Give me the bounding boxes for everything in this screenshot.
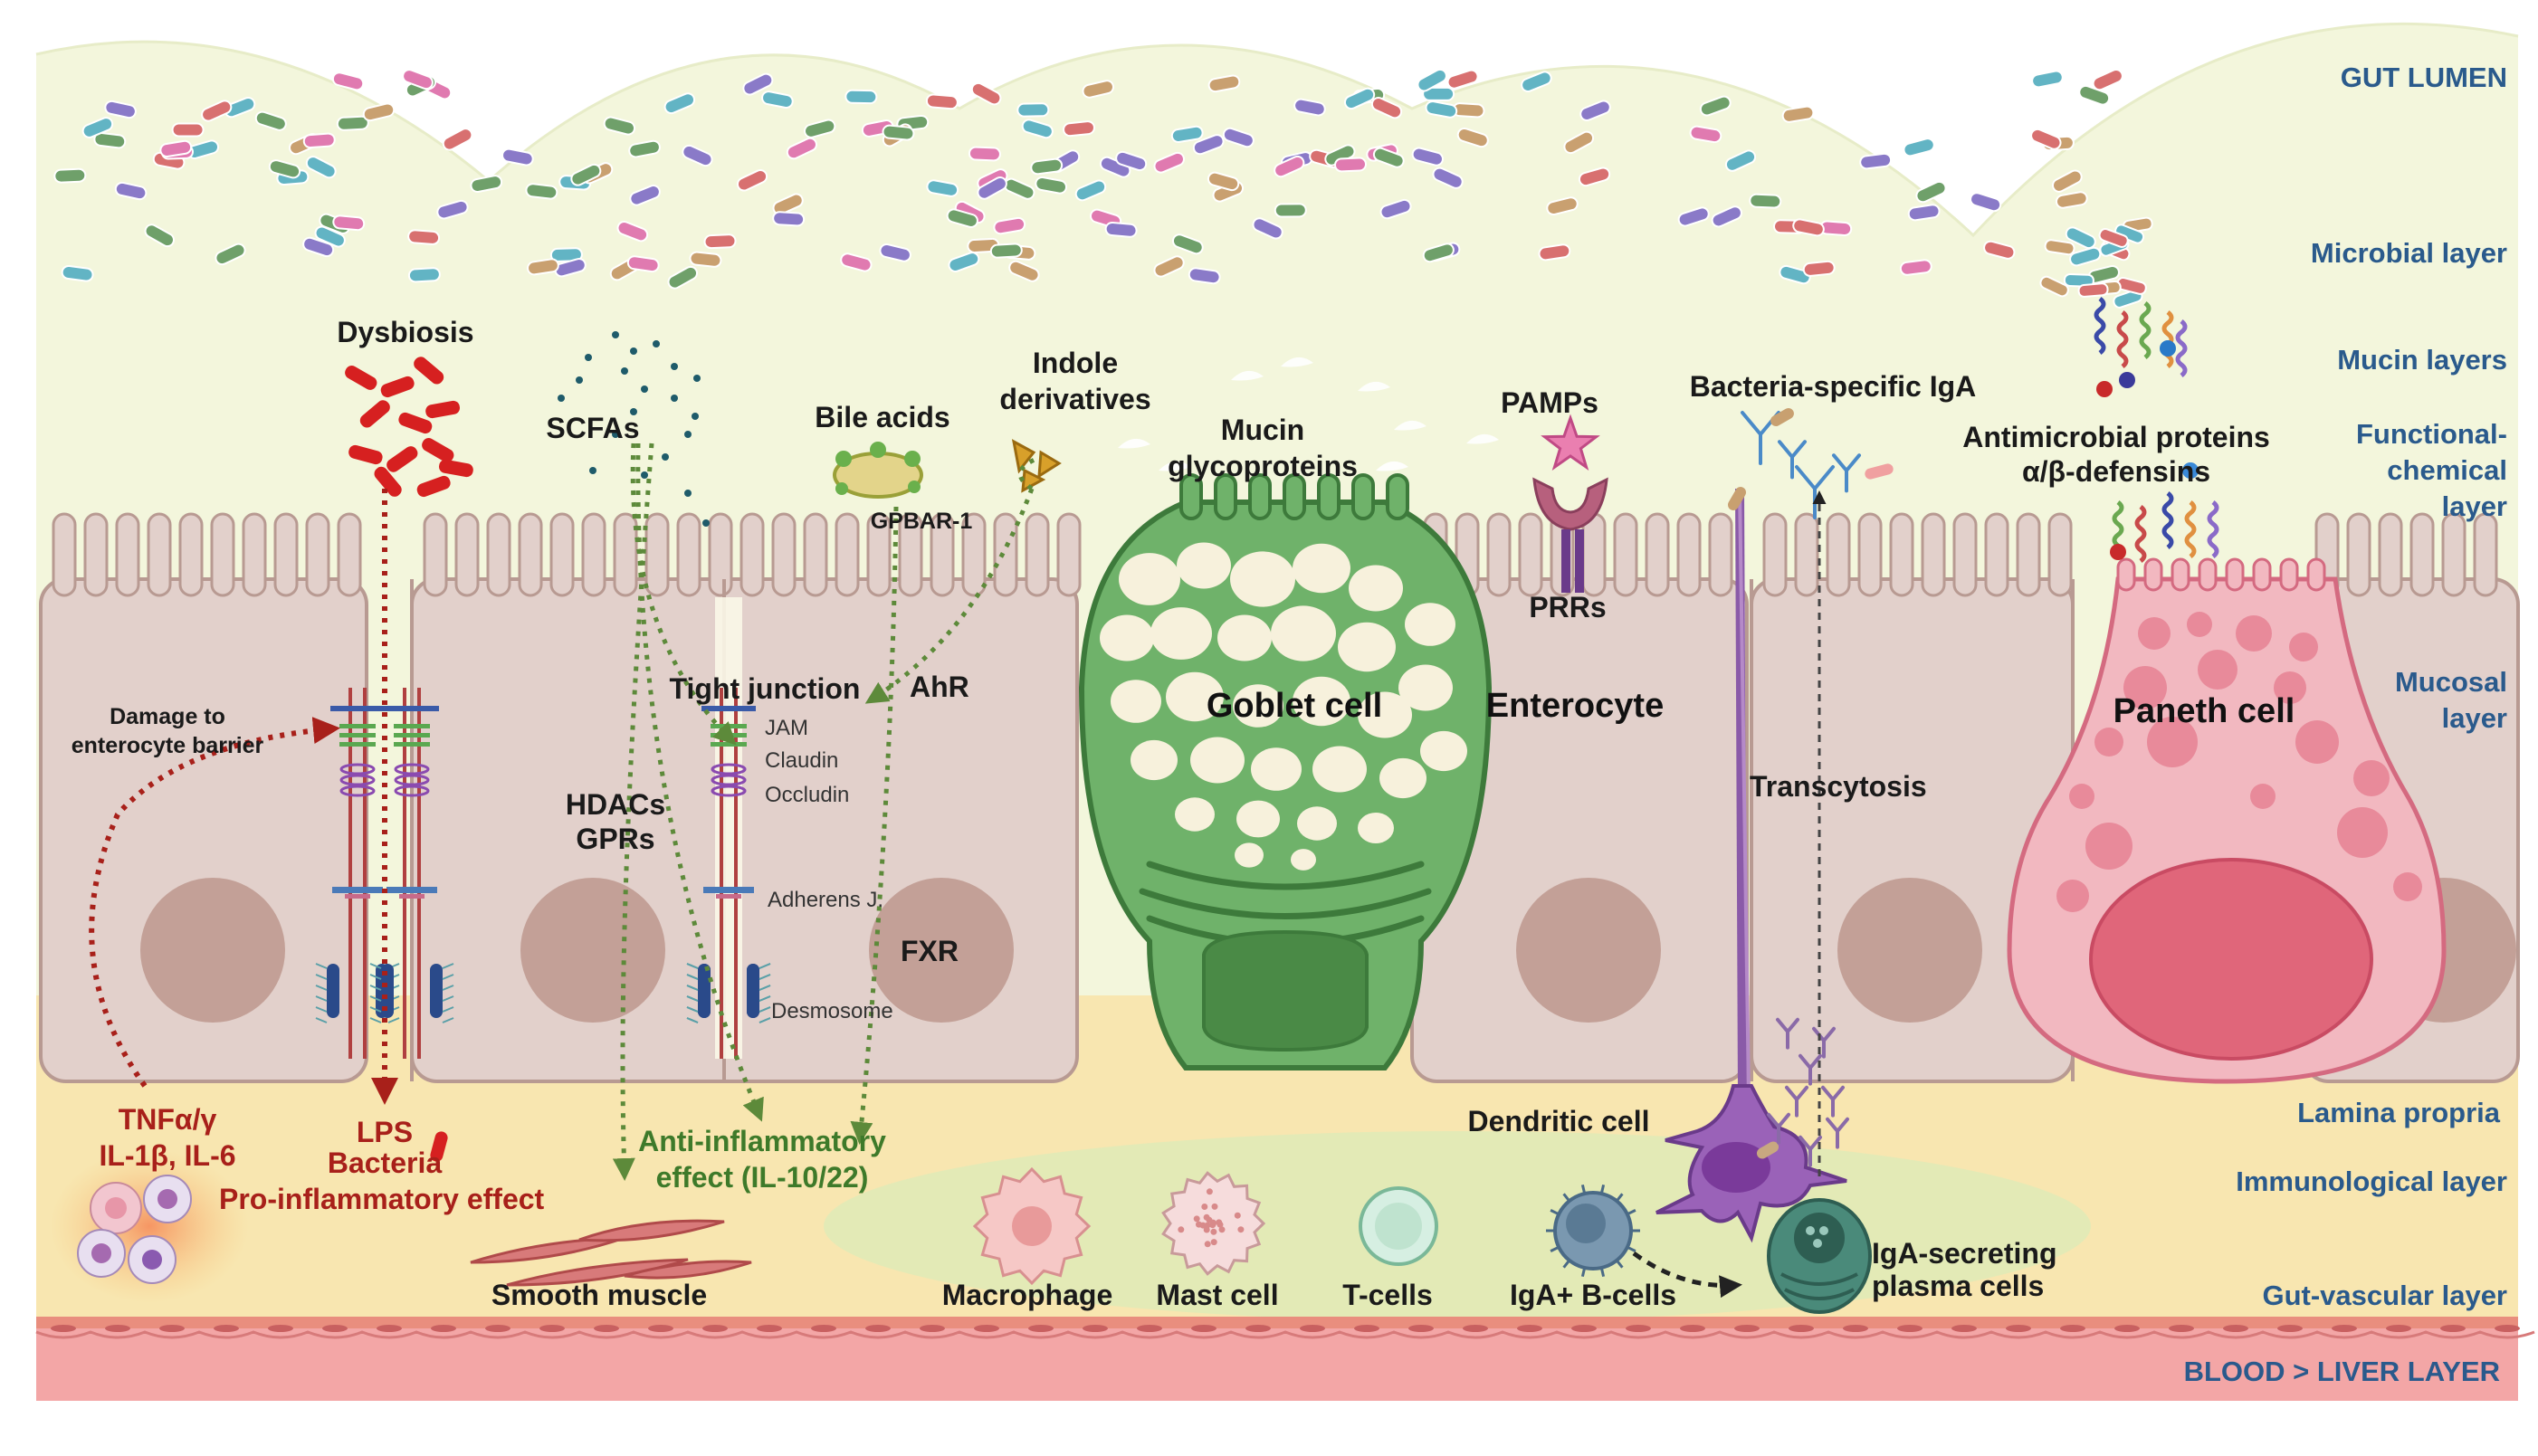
label-claudin: Claudin [765, 748, 838, 773]
paneth-granules [2056, 612, 2422, 912]
label-occludin: Occludin [765, 783, 849, 807]
label-iga-b-cells: IgA+ B-cells [1510, 1279, 1676, 1311]
label-mucin-2: glycoproteins [1168, 450, 1358, 482]
scfa-molecules [558, 331, 710, 527]
prr-receptor-icon [1532, 477, 1608, 593]
blood-region [36, 1328, 2518, 1401]
label-anti-inflam-1: Anti-inflammatory [638, 1125, 886, 1157]
label-indole-1: Indole [1033, 347, 1118, 379]
goblet-cell [1078, 473, 1493, 1071]
label-scfas: SCFAs [546, 412, 639, 444]
macrophage-icon [972, 1166, 1092, 1286]
label-tnf: TNFα/γ [119, 1103, 217, 1136]
pamp-star-icon [1541, 414, 1600, 471]
smooth-muscle-icon [470, 1219, 752, 1287]
label-dendritic-cell: Dendritic cell [1468, 1105, 1650, 1137]
paneth-microvilli [2116, 557, 2326, 592]
label-gut-vascular-layer: Gut-vascular layer [2262, 1280, 2507, 1311]
label-pamps: PAMPs [1501, 386, 1598, 419]
label-macrophage: Macrophage [942, 1279, 1112, 1311]
junction-complexes [315, 597, 771, 1059]
label-functional-1: Functional- [2356, 418, 2507, 450]
label-mucin-1: Mucin [1221, 414, 1304, 446]
t-cell-icon [1359, 1186, 1438, 1266]
mast-cell-icon [1161, 1171, 1266, 1276]
label-tight-junction: Tight junction [670, 672, 861, 705]
label-ahr: AhR [910, 671, 969, 703]
label-iga-secreting-2: plasma cells [1872, 1270, 2044, 1302]
dysbiosis-bacteria [345, 357, 473, 498]
indole-arrow [864, 454, 1042, 704]
label-bile-acids: Bile acids [815, 401, 949, 433]
goblet-nucleus [1202, 929, 1369, 1052]
indole-icon [1011, 439, 1062, 493]
label-mucin-layers: Mucin layers [2337, 344, 2507, 376]
label-bacteria: Bacteria [328, 1147, 443, 1179]
label-pro-inflammatory: Pro-inflammatory effect [219, 1183, 545, 1215]
label-damage-2: enterocyte barrier [72, 733, 264, 758]
label-damage-1: Damage to [110, 704, 225, 729]
label-amp-2: α/β-defensins [2022, 455, 2210, 488]
paneth-cell [2007, 557, 2447, 1084]
label-dysbiosis: Dysbiosis [337, 316, 473, 348]
vascular-band [36, 1317, 2518, 1329]
label-adherens: Adherens J. [768, 888, 883, 912]
paneth-nucleus [2089, 858, 2373, 1061]
label-lamina-propria: Lamina propria [2297, 1097, 2501, 1128]
label-hdacs: HDACs [566, 788, 665, 821]
label-microbial-layer: Microbial layer [2311, 237, 2507, 269]
label-goblet-cell: Goblet cell [1207, 687, 1382, 725]
label-blood-liver: BLOOD > LIVER LAYER [2184, 1356, 2500, 1387]
label-transcytosis: Transcytosis [1750, 770, 1927, 803]
label-lps: LPS [357, 1116, 413, 1148]
label-bacteria-iga: Bacteria-specific IgA [1690, 370, 1977, 403]
label-gpbar: GPBAR-1 [871, 509, 973, 534]
label-mucosal-2: layer [2442, 702, 2507, 734]
microbiota [53, 68, 2153, 309]
label-gprs: GPRs [576, 823, 654, 855]
label-enterocyte: Enterocyte [1486, 687, 1664, 725]
bile-arrow [850, 506, 899, 1145]
proinflammatory-cells [50, 1149, 249, 1303]
goblet-microvilli [1179, 473, 1409, 520]
label-paneth-cell: Paneth cell [2113, 692, 2295, 730]
label-functional-3: layer [2442, 490, 2507, 522]
label-iga-secreting-1: IgA-secreting [1872, 1237, 2056, 1270]
label-functional-2: chemical [2387, 454, 2507, 486]
label-mucosal-1: Mucosal [2395, 666, 2507, 698]
label-smooth-muscle: Smooth muscle [491, 1279, 707, 1311]
label-desmosome: Desmosome [771, 999, 893, 1023]
plasma-cell-icon [1767, 1198, 1872, 1314]
antimicrobial-proteins [2094, 297, 2219, 563]
label-gut-lumen: GUT LUMEN [2341, 62, 2507, 93]
label-jam: JAM [765, 716, 808, 740]
lps-bacterium [430, 1131, 448, 1162]
label-anti-inflam-2: effect (IL-10/22) [656, 1161, 869, 1194]
damage-arrow [89, 717, 340, 1088]
label-prrs: PRRs [1529, 591, 1606, 623]
bcell-to-plasma-arrow [1632, 1251, 1742, 1299]
label-il1: IL-1β, IL-6 [99, 1139, 235, 1172]
bile-acid-icon [833, 442, 923, 499]
mucin-flakes [1118, 357, 1499, 471]
scfa-arrows [612, 443, 764, 1181]
label-amp-1: Antimicrobial proteins [1962, 421, 2270, 453]
mucin-granules [1100, 542, 1467, 871]
vascular-endothelium [35, 1325, 2535, 1339]
iga-antibodies [1728, 408, 1894, 1167]
label-immunological-layer: Immunological layer [2236, 1166, 2507, 1197]
label-mast-cell: Mast cell [1156, 1279, 1278, 1311]
label-fxr: FXR [901, 935, 959, 967]
label-t-cells: T-cells [1342, 1279, 1433, 1311]
b-cell-icon [1546, 1184, 1640, 1278]
dendritic-cell [1655, 488, 1847, 1243]
label-indole-2: derivatives [999, 383, 1150, 415]
